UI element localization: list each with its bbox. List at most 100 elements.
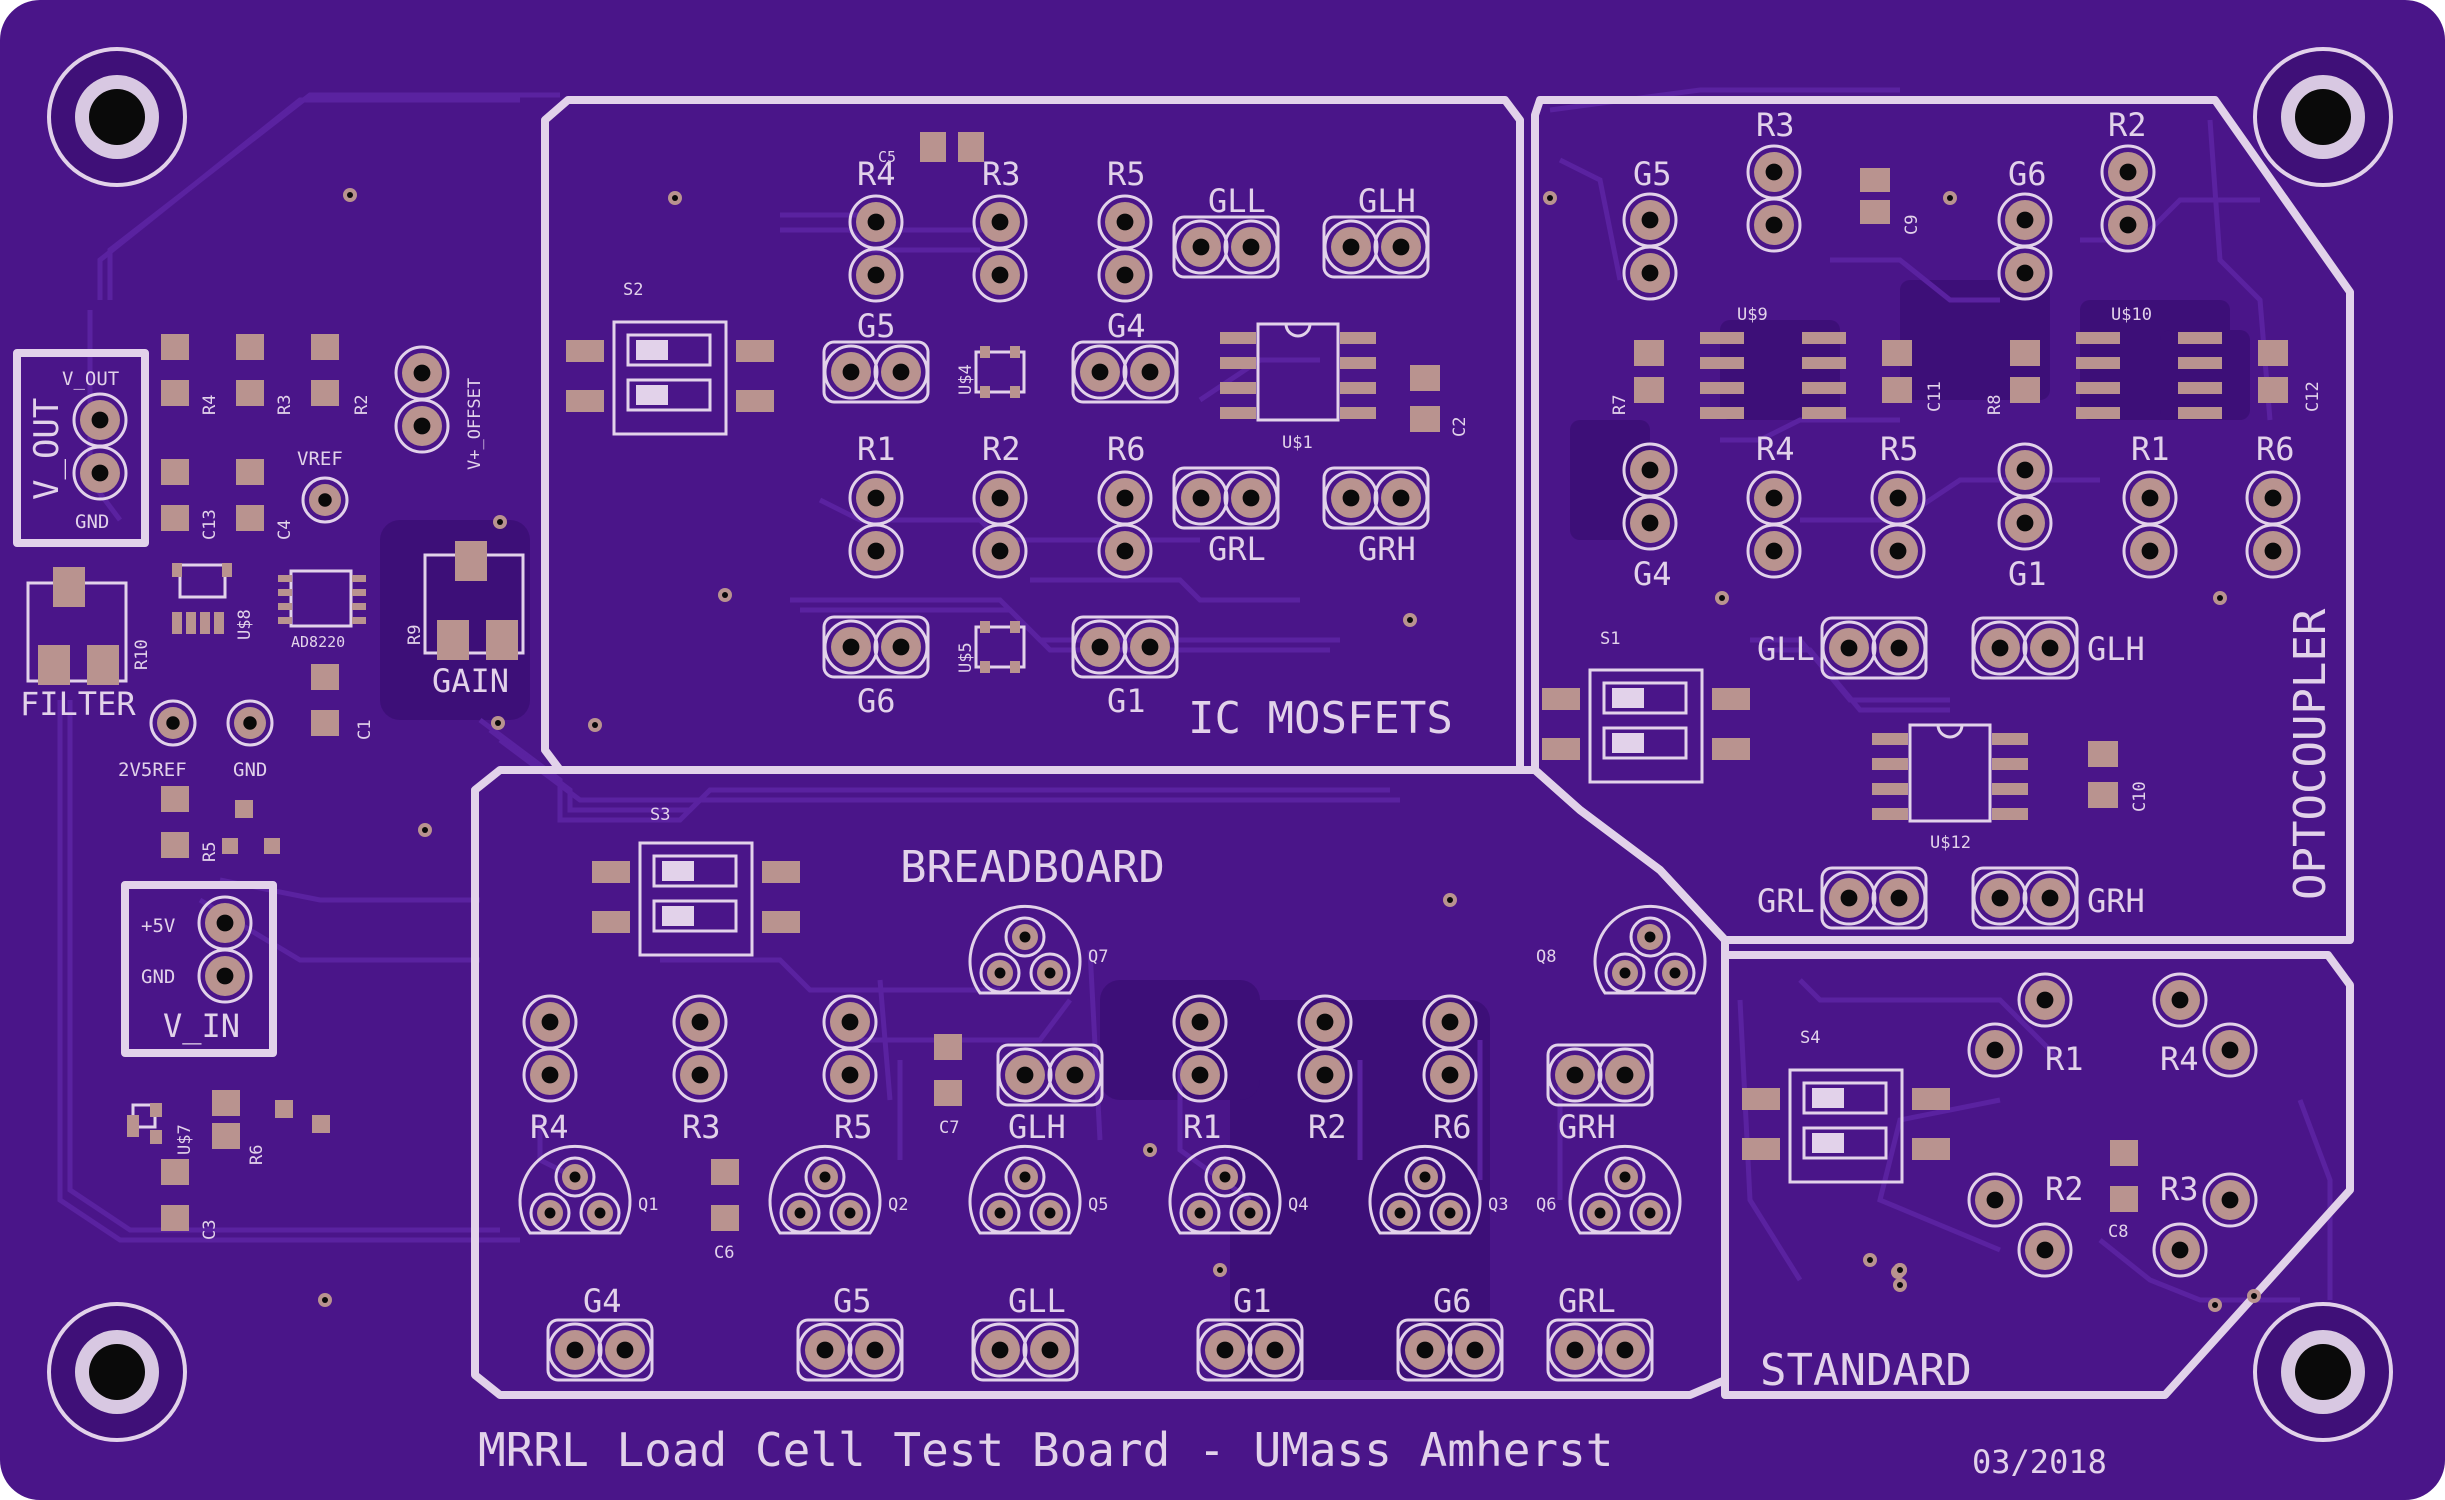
label-vref: VREF (297, 448, 343, 470)
c9-a (1860, 168, 1890, 192)
label-c8: C8 (2108, 1222, 2128, 1242)
label-u12: U$12 (1930, 833, 1971, 853)
ic-r5 (1097, 194, 1153, 303)
label-q5: Q5 (1088, 1195, 1108, 1215)
bb-r5 (822, 994, 878, 1103)
label-r10: R10 (132, 639, 152, 670)
label-amp-r6: R6 (247, 1145, 267, 1165)
label-c9: C9 (1902, 215, 1922, 235)
label-c12: C12 (2303, 381, 2323, 412)
q7 (968, 904, 1082, 995)
label-std-r4: R4 (2160, 1040, 2199, 1078)
via-hole (722, 592, 728, 598)
label-ic-grl: GRL (1208, 530, 1266, 568)
via-hole (495, 720, 501, 726)
label-bb-glh: GLH (1008, 1108, 1066, 1146)
label-c11: C11 (1925, 381, 1945, 412)
std-r3 (2152, 1172, 2258, 1278)
label-s1: S1 (1600, 629, 1620, 649)
label-ic-r5: R5 (1107, 155, 1146, 193)
label-u9: U$9 (1737, 305, 1768, 325)
component-layer (26, 132, 2301, 1382)
label-ic-mosfets: IC MOSFETS (1188, 693, 1453, 744)
label-r8: R8 (1985, 395, 2005, 415)
u8-sot (172, 563, 232, 634)
bb-g6 (1396, 1318, 1504, 1382)
label-ic-r2: R2 (982, 430, 1021, 468)
c13 (161, 459, 189, 531)
label-r9: R9 (405, 625, 425, 645)
ic-grl (1172, 466, 1280, 530)
label-op-g1: G1 (2008, 555, 2047, 593)
pad-b (222, 838, 238, 854)
u5-sot (974, 621, 1026, 673)
label-c4: C4 (275, 520, 295, 540)
label-amp-r3: R3 (275, 395, 295, 415)
c2-a (1410, 365, 1440, 391)
label-v-out-small: V_OUT (62, 368, 119, 390)
u10-b (2178, 332, 2222, 419)
label-s3: S3 (650, 805, 670, 825)
board-date: 03/2018 (1972, 1443, 2107, 1481)
label-bb-grl: GRL (1558, 1282, 1616, 1320)
section-titles: IC MOSFETS BREADBOARD STANDARD OPTOCOUPL… (478, 608, 2336, 1481)
bb-r4 (522, 994, 578, 1103)
bb-r3 (672, 994, 728, 1103)
op-r3 (1746, 144, 1802, 253)
label-v-in-gnd: GND (141, 966, 175, 988)
bb-g5 (796, 1318, 904, 1382)
label-op-grh: GRH (2087, 882, 2145, 920)
label-bb-grh: GRH (1558, 1108, 1616, 1146)
label-op-g6: G6 (2008, 155, 2047, 193)
op-grl (1820, 866, 1928, 930)
label-ic-r6: R6 (1107, 430, 1146, 468)
label-ic-g6: G6 (857, 682, 896, 720)
label-c1: C1 (355, 720, 375, 740)
via-hole (2212, 1302, 2218, 1308)
via-hole (347, 192, 353, 198)
label-bb-g6: G6 (1433, 1282, 1472, 1320)
label-ic-glh: GLH (1358, 182, 1416, 220)
via-hole (1867, 1257, 1873, 1263)
label-op-r5: R5 (1880, 430, 1919, 468)
op-glh (1971, 616, 2079, 680)
label-u10: U$10 (2111, 305, 2152, 325)
label-std-r2: R2 (2045, 1170, 2084, 1208)
label-bb-gll: GLL (1008, 1282, 1066, 1320)
u9-a (1700, 332, 1744, 419)
ic-g6 (822, 615, 930, 679)
std-r4 (2152, 972, 2258, 1078)
label-op-grl: GRL (1757, 882, 1815, 920)
r8-a (2010, 340, 2040, 366)
via-hole (1897, 1267, 1903, 1273)
bb-glh (996, 1043, 1104, 1107)
pad-a (235, 800, 253, 818)
bb-grl (1546, 1318, 1654, 1382)
ic-gll (1172, 215, 1280, 279)
label-ic-grh: GRH (1358, 530, 1416, 568)
switch-s1 (1542, 668, 1750, 784)
section-outlines (13, 96, 2354, 1399)
label-gnd-test: GND (233, 759, 267, 781)
c1 (311, 664, 339, 736)
testpoint-gnd (226, 699, 274, 747)
label-op-g4: G4 (1633, 555, 1672, 593)
op-grh (1971, 866, 2079, 930)
mounting-hole-bottom-right (2253, 1302, 2393, 1442)
mounting-hole-bottom-left (47, 1302, 187, 1442)
label-q4: Q4 (1288, 1195, 1308, 1215)
via-hole (1947, 195, 1953, 201)
op-g1 (1997, 442, 2053, 551)
label-gain: GAIN (432, 662, 509, 700)
bb-gll (971, 1318, 1079, 1382)
label-u1: U$1 (1282, 433, 1313, 453)
ic-r4 (848, 194, 904, 303)
switch-s3 (592, 841, 800, 957)
gain-trimmer (423, 541, 525, 660)
pad-e (312, 1115, 330, 1133)
c2-b (1410, 406, 1440, 432)
c10-b (2088, 782, 2118, 808)
outline-v-in-box (121, 881, 277, 1057)
c6 (711, 1159, 739, 1231)
